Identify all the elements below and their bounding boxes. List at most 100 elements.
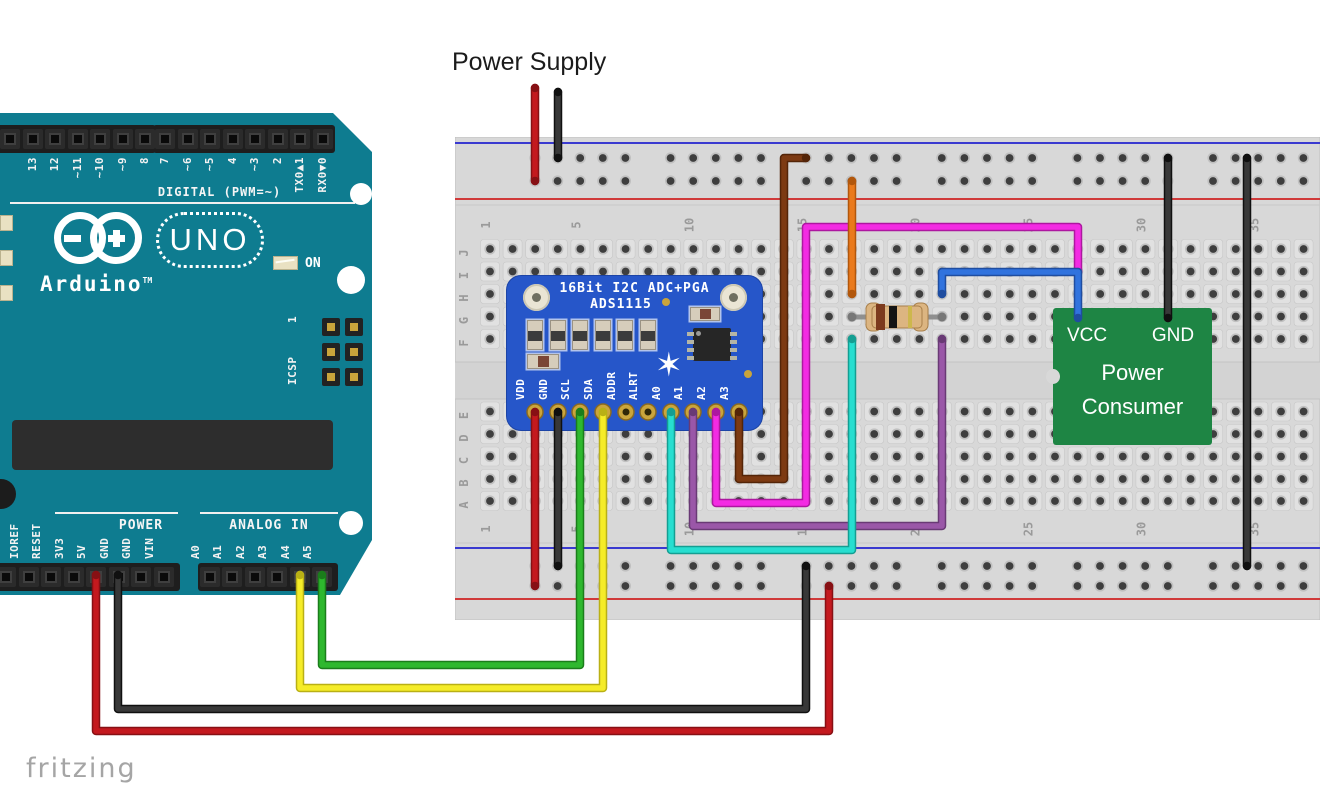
pin-socket[interactable] (0, 129, 20, 149)
icsp-pin[interactable] (345, 368, 363, 386)
wire-ads-vdd-red[interactable] (530, 407, 540, 591)
wire-arduino-gnd-black[interactable] (113, 561, 811, 714)
pin-socket[interactable] (290, 129, 310, 149)
pin-socket[interactable] (153, 567, 174, 587)
resistor[interactable] (865, 302, 929, 332)
wire-ads-a2-magenta[interactable] (711, 222, 1083, 508)
breadboard-hole (486, 290, 494, 298)
pin-socket[interactable] (67, 129, 88, 149)
pin-socket[interactable] (267, 129, 288, 149)
breadboard-hole (1005, 312, 1014, 321)
breadboard-hole (1096, 562, 1104, 570)
pin-socket[interactable] (22, 129, 43, 149)
wire-power-supply-negative[interactable] (553, 87, 563, 163)
column-label: 25 (1021, 522, 1035, 536)
breadboard-hole (712, 267, 720, 276)
mounting-hole (339, 511, 363, 535)
wire-rail-bridge-black[interactable] (1242, 153, 1252, 571)
wire-arduino-5v-red[interactable] (91, 570, 834, 736)
wire-resistor-to-vcc-blue[interactable] (937, 267, 1083, 323)
pin-socket[interactable] (245, 129, 265, 149)
breadboard-hole (598, 154, 607, 162)
wire-arduino-a5-scl-green[interactable] (317, 407, 585, 670)
pin-socket[interactable] (222, 129, 243, 149)
wire-ads-a3-brown[interactable] (734, 153, 811, 484)
silkscreen-line (55, 512, 178, 514)
breadboard-hole (1005, 245, 1014, 253)
icsp-pin[interactable] (345, 318, 363, 336)
wire-ads-a0-cyan[interactable] (666, 334, 857, 555)
pin-socket[interactable] (90, 129, 110, 149)
pin-socket[interactable] (312, 129, 333, 149)
breadboard-hole (1186, 245, 1195, 253)
pin-socket[interactable] (131, 567, 151, 587)
icsp-pin[interactable] (322, 343, 340, 361)
breadboard-hole (915, 267, 924, 276)
breadboard-hole (1254, 154, 1263, 162)
breadboard-hole (1254, 582, 1263, 590)
breadboard-hole (1096, 452, 1105, 461)
breadboard-hole (1028, 245, 1037, 253)
breadboard-hole (1254, 407, 1263, 416)
pin-socket[interactable] (135, 129, 155, 149)
breadboard-hole (1254, 497, 1263, 505)
breadboard-hole (825, 267, 833, 276)
wire-ads-a1-purple[interactable] (688, 334, 947, 531)
breadboard-hole (1141, 154, 1150, 162)
pin-socket[interactable] (177, 129, 198, 149)
breadboard-hole (892, 245, 901, 253)
wire-consumer-gnd-black[interactable] (1163, 153, 1173, 323)
wire-end-cap (1073, 313, 1083, 323)
breadboard-hole (802, 177, 811, 185)
breadboard-hole (1005, 407, 1014, 416)
breadboard-hole (1118, 452, 1127, 461)
resistor-band (876, 304, 885, 330)
ic-pin (730, 340, 737, 344)
icsp-pin[interactable] (322, 318, 340, 336)
wire-arduino-a4-sda-yellow[interactable] (295, 407, 608, 693)
icsp-pin[interactable] (322, 368, 340, 386)
pin-socket[interactable] (200, 129, 220, 149)
ic-pin (687, 332, 694, 336)
pin-socket[interactable] (222, 567, 242, 587)
power-consumer-block[interactable]: VCC GND Power Consumer (1046, 308, 1212, 445)
breadboard-hole (892, 562, 901, 570)
pin-socket[interactable] (244, 567, 265, 587)
pin-socket[interactable] (18, 567, 39, 587)
pin-socket[interactable] (0, 567, 16, 587)
breadboard-hole (847, 582, 856, 590)
breadboard-hole (1118, 497, 1127, 505)
icsp-pin[interactable] (345, 343, 363, 361)
breadboard-hole (870, 267, 879, 276)
breadboard-hole (1299, 582, 1308, 590)
wire-supply-orange[interactable] (847, 176, 857, 299)
breadboard-hole (734, 245, 743, 253)
breadboard-hole (576, 245, 585, 253)
breadboard-hole (983, 177, 991, 185)
ic-pin1-dot (696, 331, 701, 336)
pin-socket[interactable] (112, 129, 133, 149)
smd-led (0, 285, 13, 301)
breadboard-hole (1028, 312, 1037, 321)
breadboard-hole (1096, 290, 1105, 298)
pin-socket[interactable] (63, 567, 84, 587)
breadboard-hole (1277, 407, 1285, 416)
breadboard-hole (1209, 497, 1218, 505)
wire-end-cap (688, 407, 698, 417)
pin-socket[interactable] (45, 129, 65, 149)
breadboard-hole (824, 562, 833, 570)
wire-ads-gnd-black[interactable] (553, 407, 563, 571)
pin-socket[interactable] (199, 567, 220, 587)
via-dot (662, 298, 670, 306)
breadboard-hole (1005, 562, 1014, 570)
breadboard-hole (1164, 497, 1172, 505)
pin-socket[interactable] (155, 129, 175, 149)
pin-socket[interactable] (267, 567, 287, 587)
mounting-hole (350, 183, 372, 205)
breadboard-hole (1118, 582, 1127, 590)
wire-power-supply-positive[interactable] (530, 83, 540, 186)
breadboard-hole (1028, 475, 1037, 483)
row-label: G (457, 317, 471, 324)
pin-socket[interactable] (41, 567, 61, 587)
